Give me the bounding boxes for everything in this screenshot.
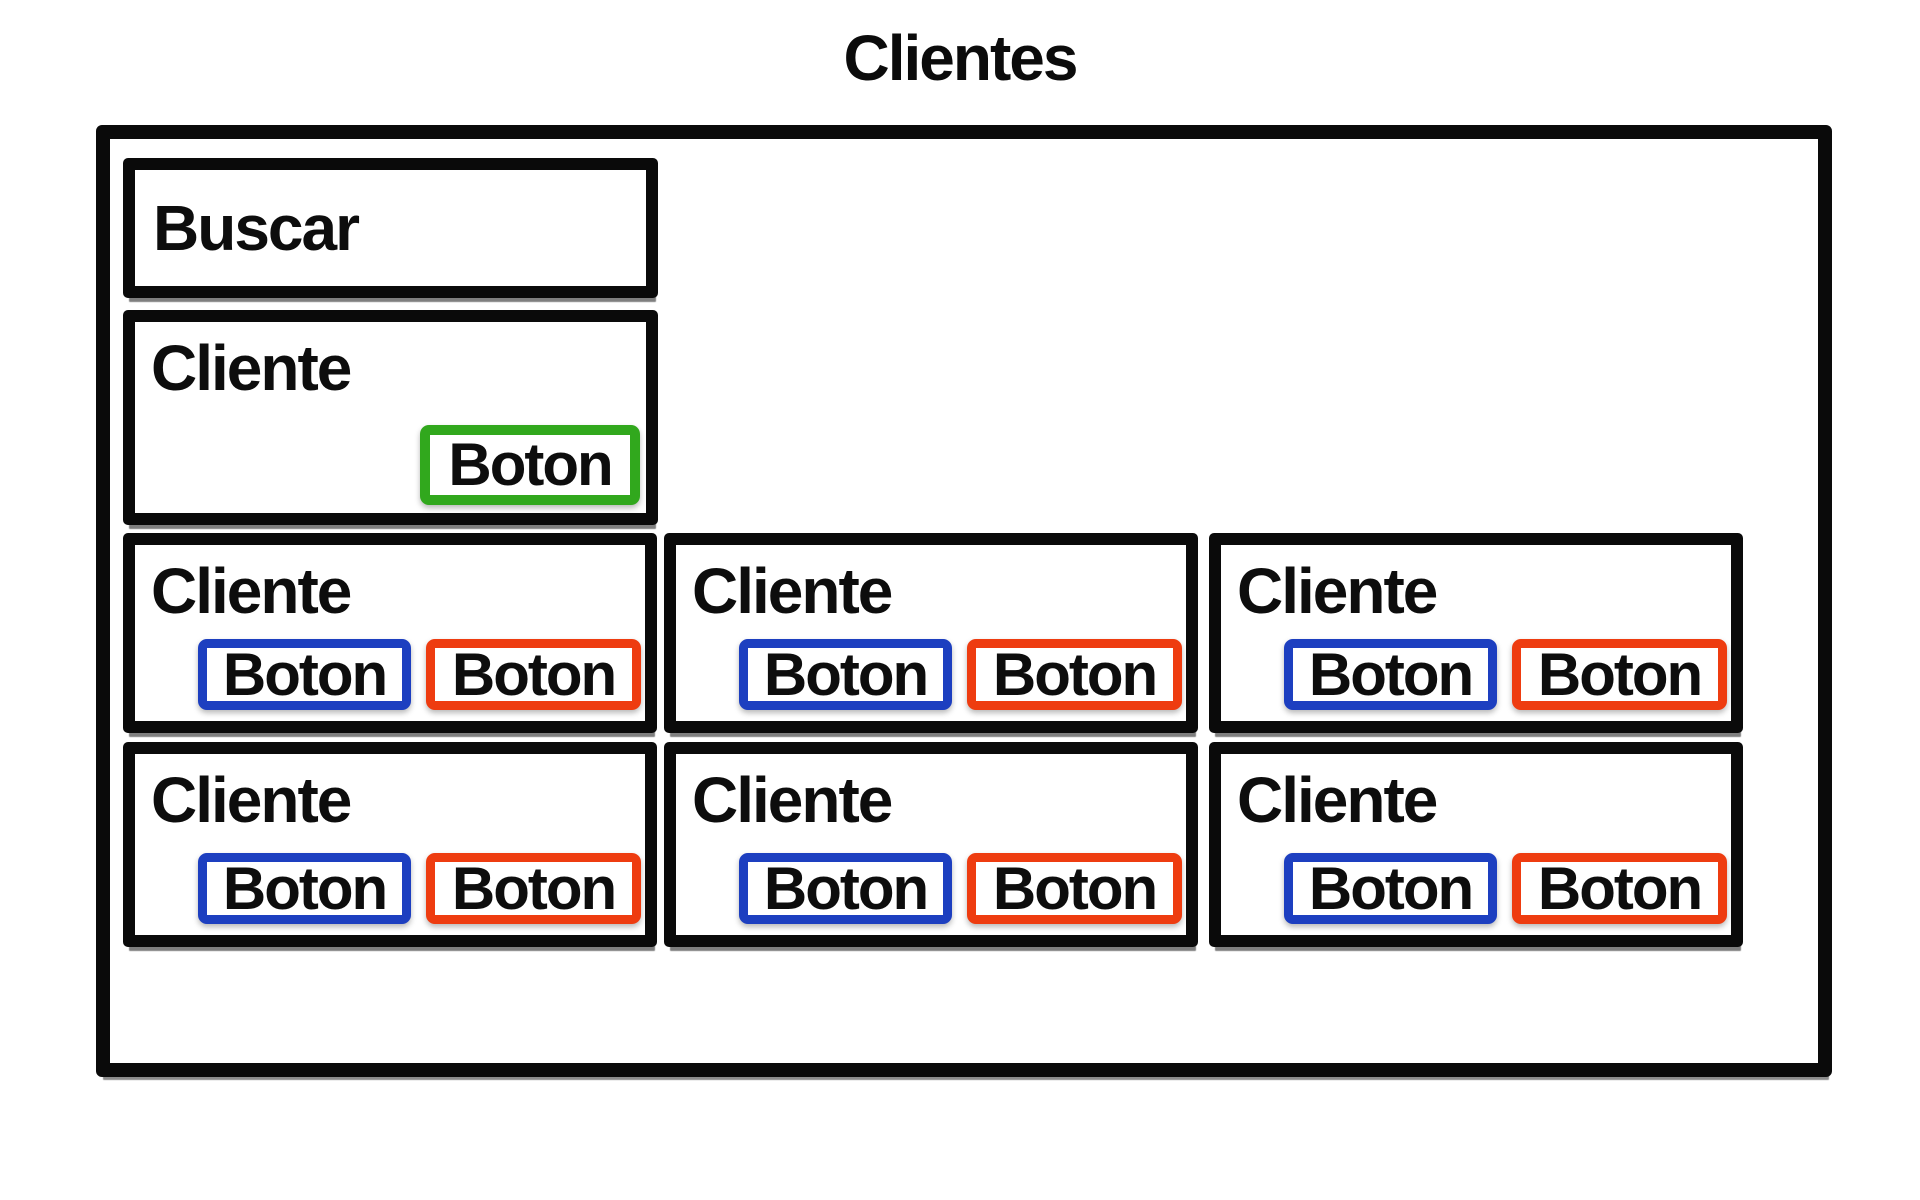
card-button-row: Boton Boton bbox=[198, 853, 641, 924]
boton-red-button[interactable]: Boton bbox=[1512, 639, 1727, 710]
clientes-panel: Buscar Cliente Boton Cliente Boton Boton… bbox=[96, 125, 1832, 1077]
search-label: Buscar bbox=[153, 192, 360, 264]
boton-green-button[interactable]: Boton bbox=[420, 425, 640, 505]
boton-blue-button[interactable]: Boton bbox=[739, 853, 952, 924]
cliente-card-title: Cliente bbox=[151, 332, 352, 404]
cliente-card: Cliente Boton Boton bbox=[664, 533, 1198, 733]
boton-red-button[interactable]: Boton bbox=[426, 639, 641, 710]
cliente-card-title: Cliente bbox=[692, 764, 893, 836]
cliente-card: Cliente Boton Boton bbox=[123, 742, 657, 947]
cliente-card: Cliente Boton Boton bbox=[1209, 533, 1743, 733]
cliente-card: Cliente Boton Boton bbox=[664, 742, 1198, 947]
cliente-card: Cliente Boton Boton bbox=[123, 533, 657, 733]
card-button-row: Boton Boton bbox=[1284, 853, 1727, 924]
boton-red-button[interactable]: Boton bbox=[967, 853, 1182, 924]
cliente-card-title: Cliente bbox=[151, 555, 352, 627]
card-button-row: Boton bbox=[420, 425, 640, 505]
boton-blue-button[interactable]: Boton bbox=[1284, 853, 1497, 924]
card-button-row: Boton Boton bbox=[1284, 639, 1727, 710]
boton-red-button[interactable]: Boton bbox=[426, 853, 641, 924]
card-button-row: Boton Boton bbox=[198, 639, 641, 710]
card-button-row: Boton Boton bbox=[739, 853, 1182, 924]
page-title: Clientes bbox=[843, 22, 1079, 94]
card-button-row: Boton Boton bbox=[739, 639, 1182, 710]
boton-red-button[interactable]: Boton bbox=[1512, 853, 1727, 924]
boton-blue-button[interactable]: Boton bbox=[198, 853, 411, 924]
cliente-card-title: Cliente bbox=[692, 555, 893, 627]
cliente-card-title: Cliente bbox=[1237, 764, 1438, 836]
cliente-card: Cliente Boton Boton bbox=[1209, 742, 1743, 947]
cliente-card-featured: Cliente Boton bbox=[123, 310, 658, 525]
boton-blue-button[interactable]: Boton bbox=[739, 639, 952, 710]
boton-red-button[interactable]: Boton bbox=[967, 639, 1182, 710]
boton-blue-button[interactable]: Boton bbox=[1284, 639, 1497, 710]
cliente-card-title: Cliente bbox=[1237, 555, 1438, 627]
cliente-card-title: Cliente bbox=[151, 764, 352, 836]
search-box[interactable]: Buscar bbox=[123, 158, 658, 298]
boton-blue-button[interactable]: Boton bbox=[198, 639, 411, 710]
